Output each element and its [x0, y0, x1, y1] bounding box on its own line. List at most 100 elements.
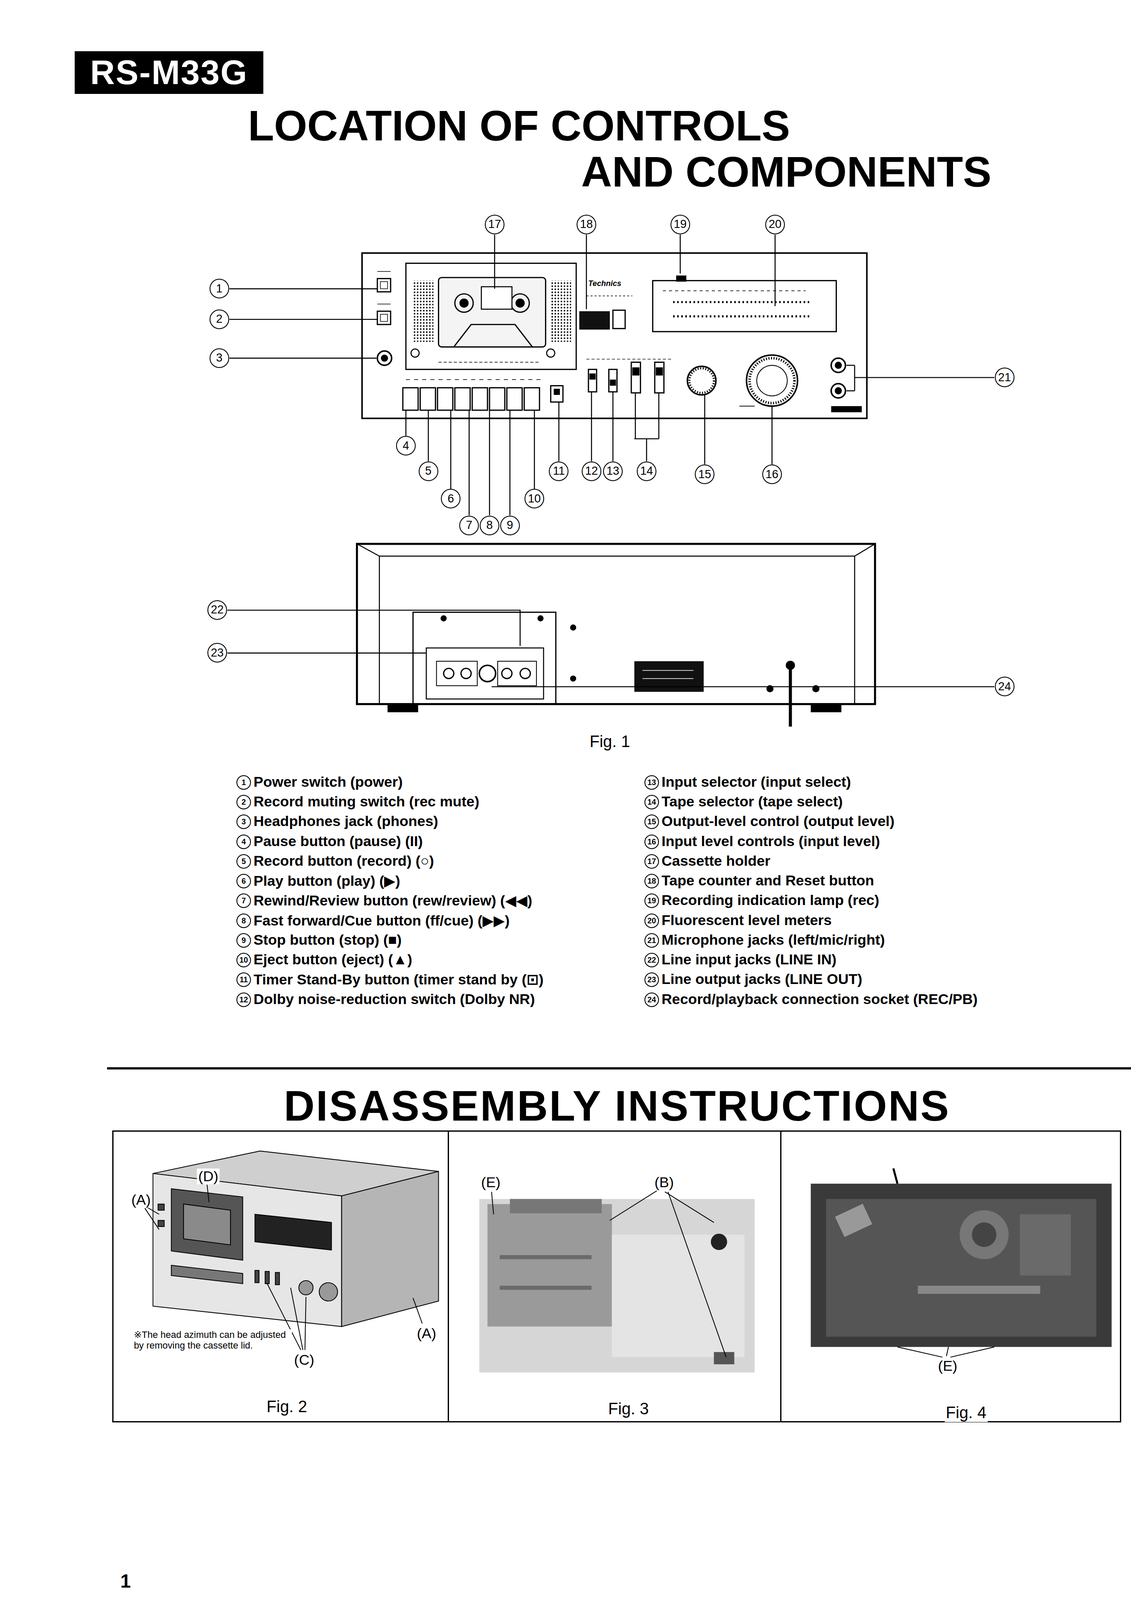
figure-panel: (E)(B)Fig. 3 [447, 1130, 782, 1423]
callout-number: 5 [418, 461, 439, 481]
model-number: RS-M33G [90, 55, 248, 90]
leader-lines [229, 234, 995, 516]
page-number: 1 [120, 1570, 131, 1592]
callout-number: 22 [207, 600, 228, 620]
part-letter: (C) [292, 1351, 316, 1368]
legend-text: Timer Stand-By button (timer stand by (⊡… [253, 970, 544, 989]
callout-number: 11 [548, 461, 569, 481]
legend-text: Headphones jack (phones) [253, 812, 439, 831]
callout-number: 4 [396, 435, 416, 456]
legend-text: Fast forward/Cue button (ff/cue) (▶▶) [253, 911, 510, 930]
legend-number: 6 [236, 873, 251, 889]
legend-text: Rewind/Review button (rew/review) (◀◀) [253, 891, 533, 910]
legend-text: Tape selector (tape select) [661, 792, 843, 811]
callout-number: 17 [484, 214, 505, 235]
callout-number: 16 [762, 464, 782, 484]
leader-lines [897, 1346, 995, 1357]
rear-panel-drawing [356, 543, 875, 727]
legend-number: 16 [644, 834, 659, 849]
legend-number: 18 [644, 873, 659, 889]
legend-text: Record muting switch (rec mute) [253, 792, 480, 811]
callout-number: 13 [603, 461, 623, 481]
legend-text: Eject button (eject) (▲) [253, 950, 413, 969]
legend-text: Line input jacks (LINE IN) [661, 950, 837, 969]
leader-lines [227, 609, 995, 687]
legend-number: 3 [236, 814, 251, 829]
legend-number: 2 [236, 794, 251, 810]
legend-text: Input selector (input select) [661, 773, 852, 792]
legend-text: Stop button (stop) (■) [253, 931, 402, 950]
figure-panel: (E) Fig. 4 [780, 1130, 1122, 1423]
model-badge: RS-M33G [74, 51, 264, 94]
legend-number: 17 [644, 854, 659, 869]
legend-text: Recording indication lamp (rec) [661, 891, 880, 910]
callout-number: 24 [994, 676, 1015, 697]
callout-number: 8 [479, 515, 500, 536]
callout-number: 3 [209, 348, 230, 368]
legend-text: Microphone jacks (left/mic/right) [661, 931, 885, 950]
note-text: ※The head azimuth can be adjusted by rem… [134, 1329, 292, 1351]
leader-lines [144, 1184, 423, 1350]
legend-number: 15 [644, 814, 659, 829]
figure-label: Fig. 4 [944, 1403, 988, 1422]
part-letter: (A) [415, 1325, 438, 1341]
legend-text: Cassette holder [661, 852, 771, 871]
part-letter: (E) [936, 1358, 959, 1374]
legend-text: Line output jacks (LINE OUT) [661, 970, 863, 989]
front-panel-drawing [361, 253, 867, 419]
callout-number: 23 [207, 642, 228, 663]
legend-number: 21 [644, 932, 659, 948]
legend-text: Play button (play) (▶) [253, 871, 400, 890]
callout-number: 12 [581, 461, 602, 481]
legend-number: 7 [236, 893, 251, 908]
legend-number: 14 [644, 794, 659, 810]
legend-number: 1 [236, 775, 251, 790]
deck-photo [152, 1150, 439, 1327]
legend-text: Output-level control (output level) [661, 812, 895, 831]
legend-number: 23 [644, 972, 659, 987]
legend-number: 5 [236, 854, 251, 869]
callout-number: 9 [500, 515, 520, 536]
divider-rule [107, 1066, 1131, 1070]
legend-number: 9 [236, 932, 251, 948]
figure-panel: (D) (A) ※The head azimuth can be adjusted … [112, 1130, 449, 1423]
legend-number: 10 [236, 952, 251, 968]
legend-number: 12 [236, 992, 251, 1007]
callout-number: 2 [209, 309, 230, 330]
legend-number: 4 [236, 834, 251, 849]
callout-number: 21 [994, 367, 1015, 388]
legend-text: Pause button (pause) (II) [253, 832, 423, 851]
callout-number: 15 [694, 464, 715, 484]
legend-number: 11 [236, 972, 251, 987]
page-title: LOCATION OF CONTROLS AND COMPONENTS [247, 101, 992, 196]
figure-label: Fig. 3 [606, 1399, 651, 1418]
figure-label: Fig. 2 [265, 1397, 309, 1416]
callout-number: 1 [209, 278, 230, 299]
legend-number: 22 [644, 952, 659, 968]
leader-lines [491, 1190, 727, 1357]
callout-number: 14 [636, 461, 657, 481]
legend-number: 13 [644, 775, 659, 790]
legend-number: 8 [236, 913, 251, 928]
callout-number: 18 [576, 214, 597, 235]
part-letter: (A) [130, 1191, 152, 1208]
callout-number: 19 [670, 214, 691, 235]
part-letter: (D) [196, 1168, 220, 1184]
part-letter: (B) [653, 1174, 676, 1190]
legend-text: Fluorescent level meters [661, 911, 832, 930]
callout-number: 10 [524, 488, 545, 509]
legend-text: Tape counter and Reset button [661, 871, 875, 890]
figure-caption: Fig. 1 [589, 732, 630, 751]
legend-text: Input level controls (input level) [661, 832, 881, 851]
section-heading: DISASSEMBLY INSTRUCTIONS [283, 1081, 951, 1129]
chassis-top-photo [479, 1198, 755, 1373]
legend-text: Dolby noise-reduction switch (Dolby NR) [253, 990, 535, 1009]
title-block: LOCATION OF CONTROLS AND COMPONENTS [247, 102, 992, 195]
legend-text: Record button (record) (○) [253, 852, 435, 871]
callout-number: 20 [765, 214, 785, 235]
chassis-bottom-photo [810, 1168, 1112, 1347]
legend-text: Record/playback connection socket (REC/P… [661, 990, 978, 1009]
legend-number: 24 [644, 992, 659, 1007]
